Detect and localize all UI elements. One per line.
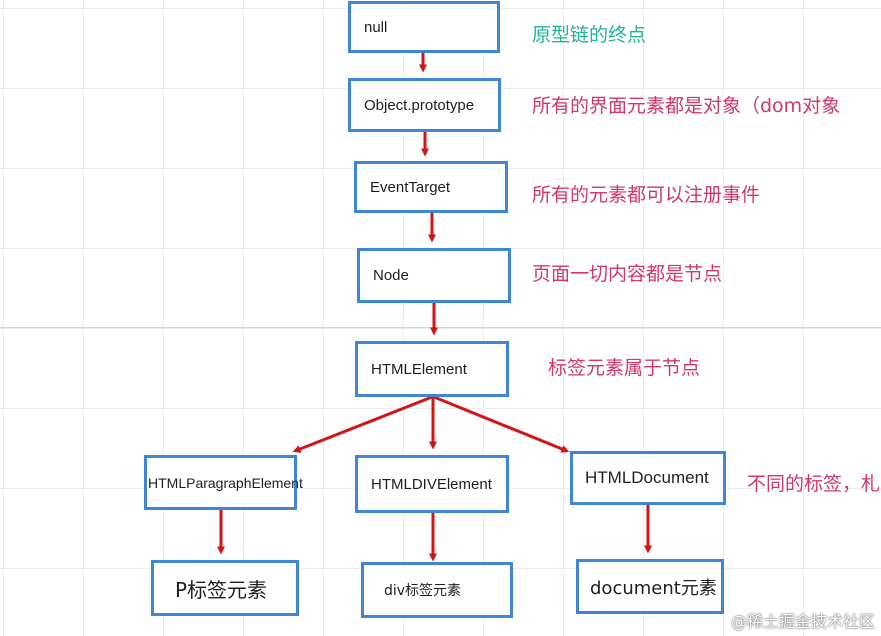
html-document-node-box: HTMLDocument [570,451,726,505]
arrow-html-element-to-paragraph [292,395,433,453]
event-target-node-label: EventTarget [370,178,451,196]
annotation-ui-elements-are-objects: 所有的界面元素都是对象（dom对象 [532,95,841,117]
event-target-node-box: EventTarget [354,161,508,213]
document-element-node-label: document元素 [590,577,717,599]
annotation-different-tags: 不同的标签，札 [747,473,881,495]
annotation-everything-is-node: 页面一切内容都是节点 [532,263,723,285]
document-element-node-box: document元素 [576,559,724,614]
div-element-node-box: div标签元素 [361,562,513,618]
annotation-tag-elements-are-nodes: 标签元素属于节点 [548,357,701,379]
html-document-node-label: HTMLDocument [585,468,709,487]
html-paragraph-element-node-box: HTMLParagraphElement [144,455,303,510]
object-prototype-node-box: Object.prototype [348,78,501,132]
grid-divider-line [0,327,881,328]
arrow-html-element-to-document [433,395,570,453]
p-element-node-label: P标签元素 [175,577,268,602]
null-node-label: null [364,18,388,36]
html-div-element-node-label: HTMLDIVElement [371,475,492,493]
watermark-text: @稀土掘金技术社区 [730,612,875,631]
object-prototype-node-label: Object.prototype [364,96,475,114]
html-element-node-label: HTMLElement [371,360,467,378]
null-node-box: null [348,1,500,53]
p-element-node-box: P标签元素 [151,560,299,616]
node-node-label: Node [373,267,409,284]
html-paragraph-element-node-label: HTMLParagraphElement [148,474,303,491]
html-element-node-box: HTMLElement [355,341,509,397]
node-node-box: Node [357,248,511,303]
html-div-element-node-box: HTMLDIVElement [355,455,509,513]
annotation-prototype-chain-end: 原型链的终点 [532,24,647,46]
annotation-elements-register-events: 所有的元素都可以注册事件 [532,184,761,206]
div-element-node-label: div标签元素 [384,583,462,599]
